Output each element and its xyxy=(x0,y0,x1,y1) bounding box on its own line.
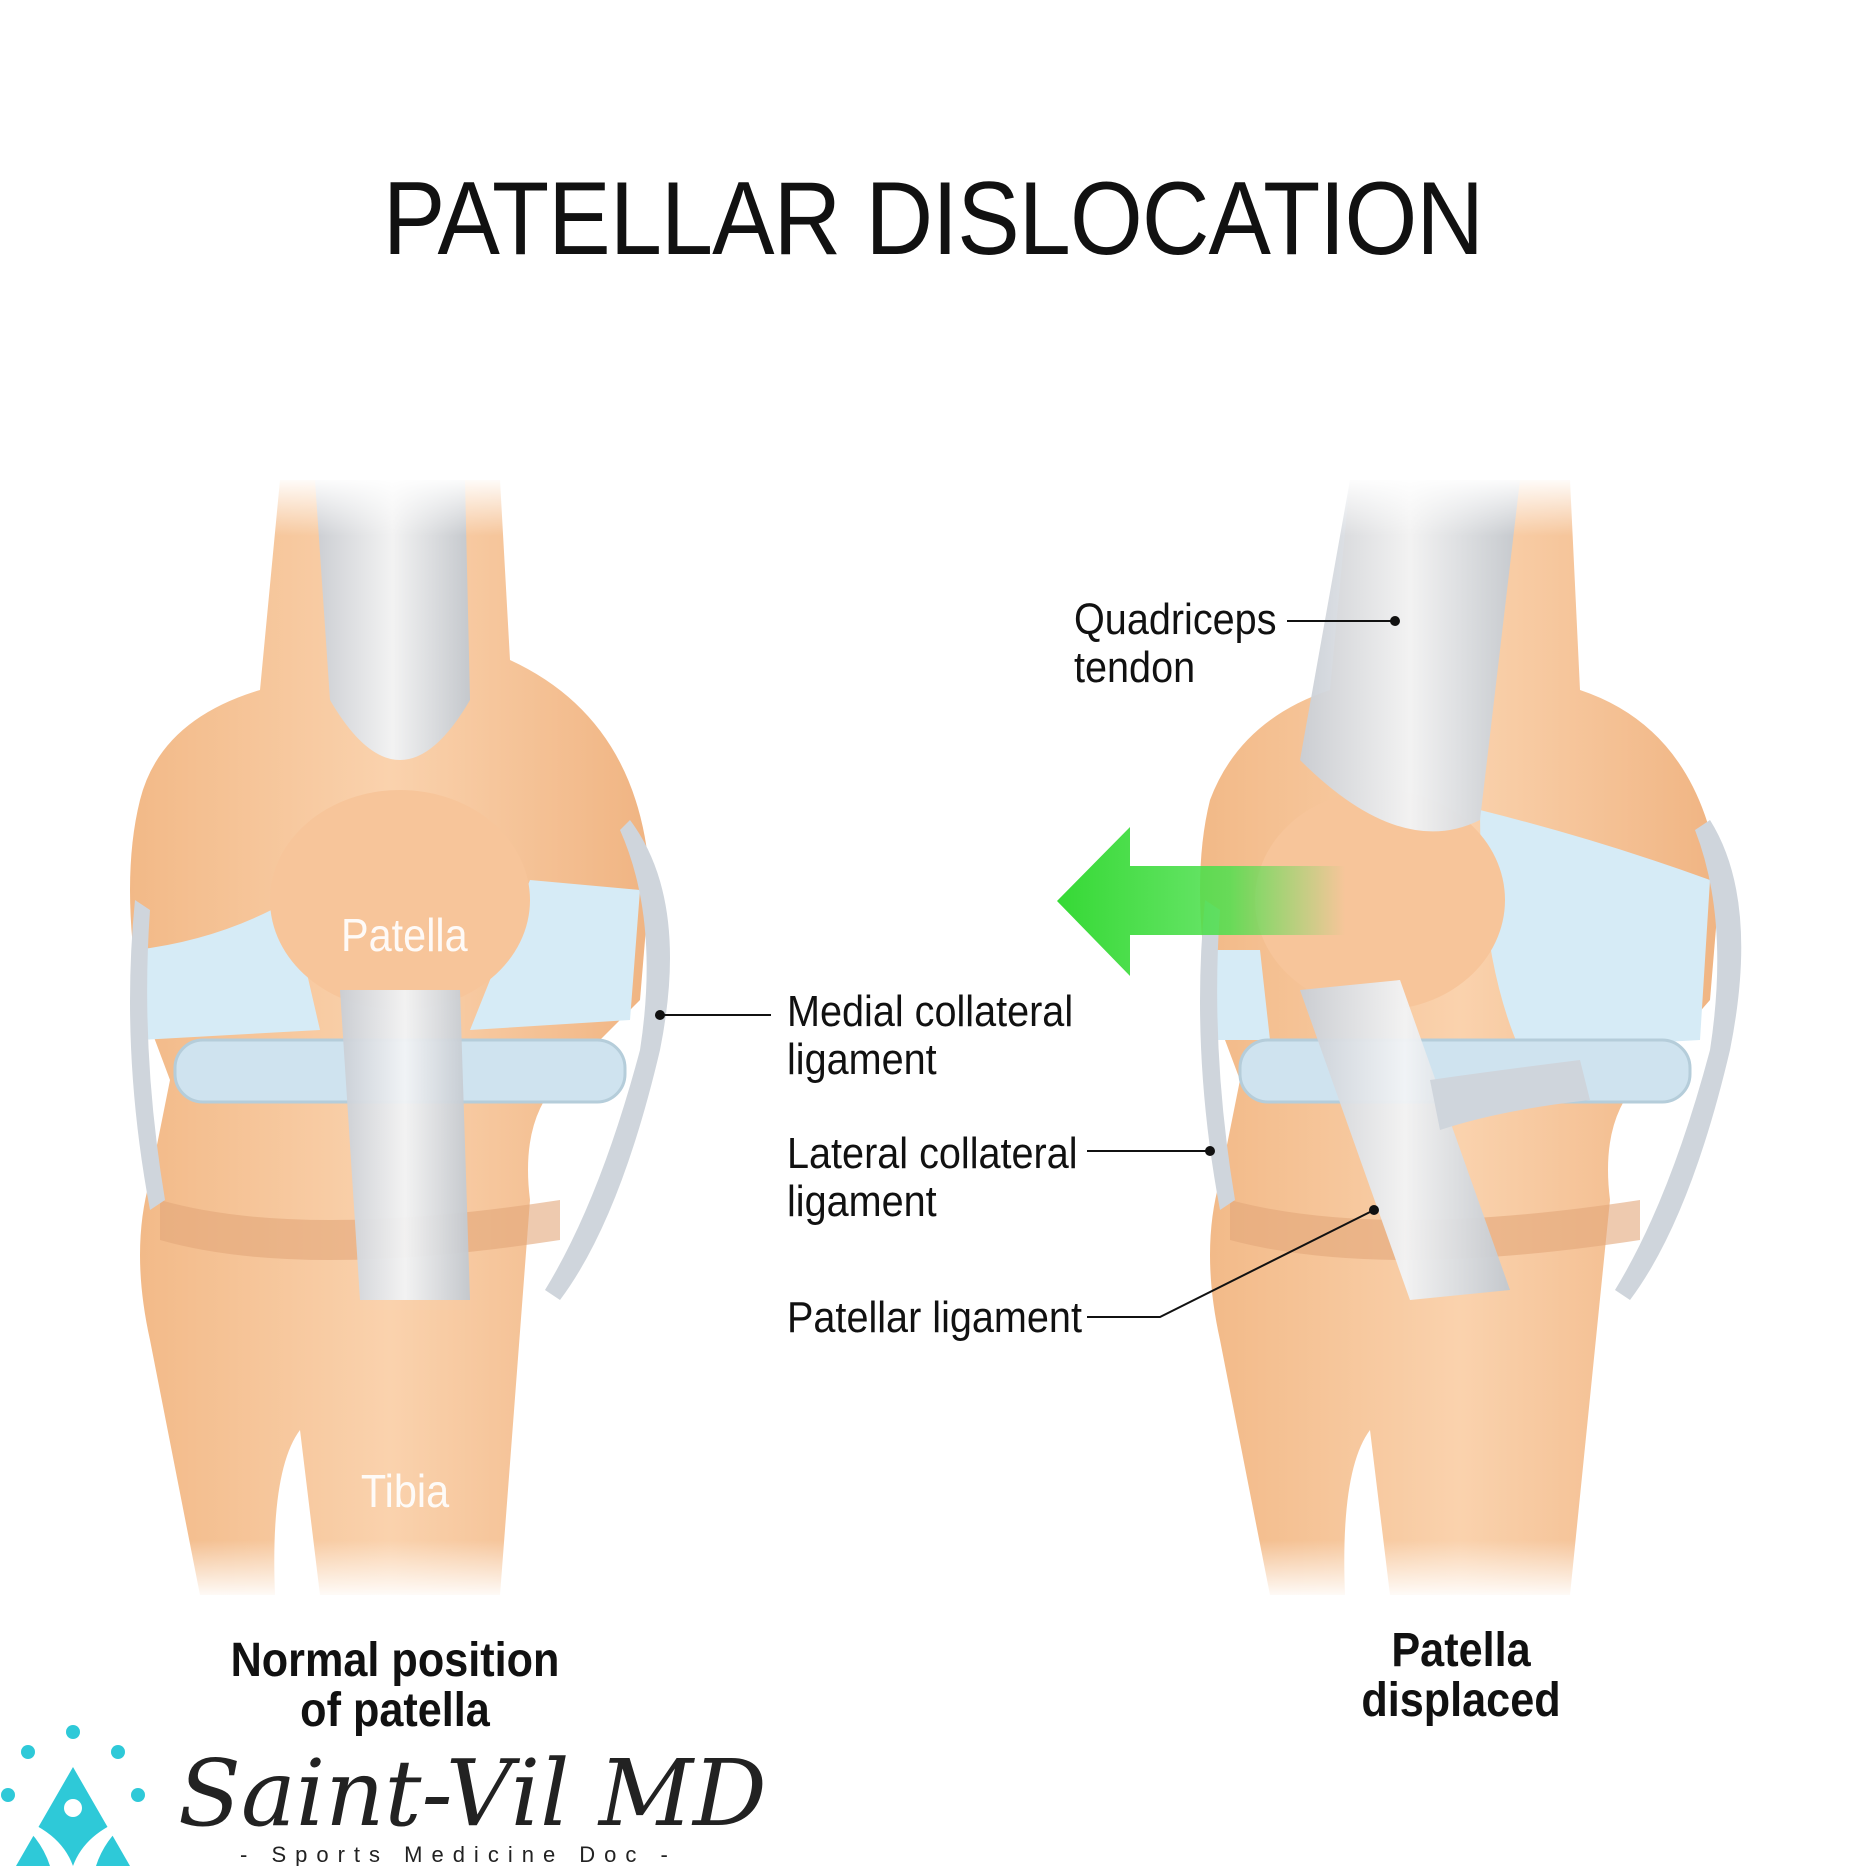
caption-line: Normal position xyxy=(230,1634,560,1687)
page-title: PATELLAR DISLOCATION xyxy=(382,161,1484,277)
logo-name: Saint-Vil MD xyxy=(178,1740,767,1847)
dislocated-knee xyxy=(1200,476,1742,1600)
callout-medial-collateral-ligament: Medial collateral ligament xyxy=(787,988,1073,1084)
patella-label: Patella xyxy=(341,909,468,961)
callout-line: ligament xyxy=(787,1177,937,1226)
caption-normal: Normal position of patella xyxy=(215,1636,575,1736)
displacement-arrow xyxy=(1057,827,1345,976)
logo-tagline: - Sports Medicine Doc - xyxy=(240,1842,677,1866)
callout-line: Lateral collateral xyxy=(787,1129,1078,1178)
leader-lines xyxy=(660,620,1395,1318)
logo-icon xyxy=(1,1725,145,1866)
caption-line: displaced xyxy=(1361,1674,1561,1727)
caption-line: Patella xyxy=(1391,1624,1531,1677)
callout-line: Quadriceps xyxy=(1074,595,1277,644)
callout-quadriceps-tendon: Quadriceps tendon xyxy=(1074,596,1277,692)
callout-line: Medial collateral xyxy=(787,987,1074,1036)
callout-line: tendon xyxy=(1074,643,1196,692)
callout-patellar-ligament: Patellar ligament xyxy=(787,1293,1082,1342)
caption-line: of patella xyxy=(300,1684,490,1737)
normal-knee xyxy=(130,476,670,1600)
tibia-label: Tibia xyxy=(360,1465,450,1517)
leader-dots xyxy=(655,616,1400,1215)
callout-lateral-collateral-ligament: Lateral collateral ligament xyxy=(787,1130,1078,1226)
callout-line: ligament xyxy=(787,1035,937,1084)
caption-displaced: Patella displaced xyxy=(1281,1626,1641,1726)
